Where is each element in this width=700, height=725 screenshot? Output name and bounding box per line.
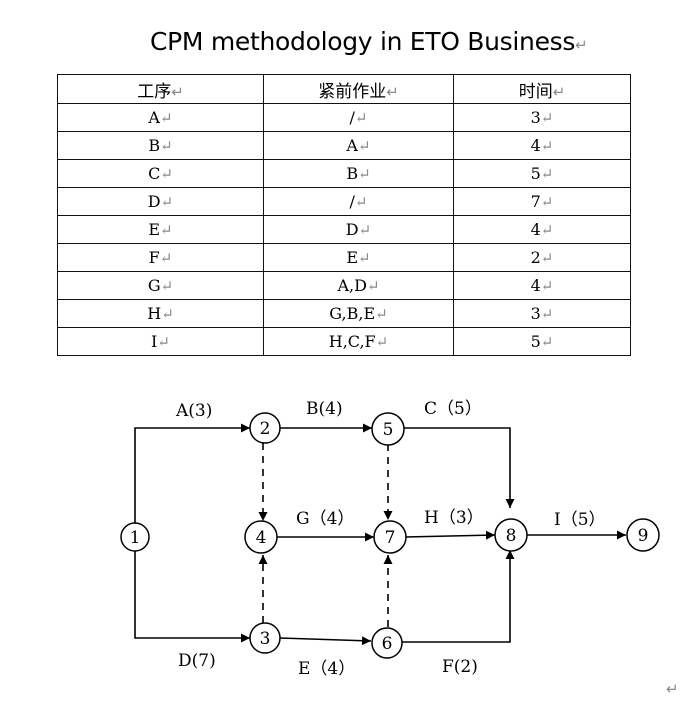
- edge-C: [403, 427, 515, 508]
- cpm-network-diagram: 1 2 3 4 5 6 7 8 9 A(3) B(4) C（5） G（4） H（…: [120, 399, 660, 679]
- activity-label-A: A(3): [175, 401, 212, 421]
- edge-E: [279, 636, 372, 646]
- node-circle-8: [494, 518, 528, 552]
- title-text: CPM methodology in ETO Business: [150, 27, 576, 56]
- cell-predecessor: A↵: [263, 131, 454, 160]
- node-label-4: 4: [256, 528, 267, 548]
- cell-predecessor: D↵: [263, 215, 454, 244]
- node-circle-5: [371, 412, 405, 446]
- header-process: 工序↵: [57, 74, 264, 104]
- cell-predecessor: H,C,F↵: [263, 327, 454, 356]
- activity-table: 工序↵ 紧前作业↵ 时间↵ A↵/↵3↵B↵A↵4↵C↵B↵5↵D↵/↵7↵E↵…: [57, 74, 631, 356]
- activity-label-H: H（3）: [424, 508, 484, 528]
- table-row: I↵H,C,F↵5↵: [57, 327, 631, 356]
- node-circle-1: [120, 522, 150, 552]
- cell-activity: B↵: [57, 131, 264, 160]
- cell-duration: 7↵: [453, 187, 631, 216]
- activity-label-I: I（5）: [554, 510, 606, 530]
- cell-predecessor: G,B,E↵: [263, 299, 454, 328]
- cell-duration: 3↵: [453, 103, 631, 132]
- node-label-1: 1: [130, 528, 141, 548]
- cell-duration: 2↵: [453, 243, 631, 272]
- edge-H: [404, 530, 496, 540]
- table-row: C↵B↵5↵: [57, 159, 631, 188]
- node-label-9: 9: [638, 526, 649, 546]
- activity-label-D: D(7): [178, 651, 216, 671]
- cell-activity: A↵: [57, 103, 264, 132]
- cell-duration: 5↵: [453, 159, 631, 188]
- activity-label-F: F(2): [442, 657, 478, 677]
- activity-label-B: B(4): [306, 399, 343, 419]
- node-label-5: 5: [383, 420, 394, 440]
- table-row: G↵A,D↵4↵: [57, 271, 631, 300]
- table-row: D↵/↵7↵: [57, 187, 631, 216]
- cell-duration: 4↵: [453, 131, 631, 160]
- activity-label-G: G（4）: [296, 509, 354, 529]
- cell-activity: H↵: [57, 299, 264, 328]
- node-circle-2: [249, 412, 281, 444]
- edge-F: [402, 550, 515, 643]
- cell-activity: D↵: [57, 187, 264, 216]
- table-row: H↵G,B,E↵3↵: [57, 299, 631, 328]
- cell-predecessor: /↵: [263, 187, 454, 216]
- node-label-2: 2: [260, 419, 271, 439]
- paragraph-mark: ↵: [575, 36, 588, 54]
- table-row: F↵E↵2↵: [57, 243, 631, 272]
- header-predecessor: 紧前作业↵: [263, 74, 454, 104]
- node-circle-3: [249, 622, 281, 654]
- node-circle-6: [371, 627, 403, 659]
- activity-label-C: C（5）: [424, 399, 482, 419]
- node-label-7: 7: [385, 528, 396, 548]
- node-circle-7: [373, 520, 407, 554]
- cell-activity: F↵: [57, 243, 264, 272]
- cell-duration: 5↵: [453, 327, 631, 356]
- cell-predecessor: B↵: [263, 159, 454, 188]
- table-row: E↵D↵4↵: [57, 215, 631, 244]
- node-circle-9: [626, 518, 660, 552]
- node-label-3: 3: [260, 629, 271, 649]
- cell-predecessor: A,D↵: [263, 271, 454, 300]
- table-row: B↵A↵4↵: [57, 131, 631, 160]
- table-header-row: 工序↵ 紧前作业↵ 时间↵: [57, 74, 631, 104]
- cell-predecessor: E↵: [263, 243, 454, 272]
- table-row: A↵/↵3↵: [57, 103, 631, 132]
- cell-predecessor: /↵: [263, 103, 454, 132]
- edge-D: [134, 551, 250, 643]
- cell-activity: I↵: [57, 327, 264, 356]
- node-label-6: 6: [382, 634, 393, 654]
- cell-duration: 4↵: [453, 271, 631, 300]
- edge-A: [134, 423, 250, 523]
- node-label-8: 8: [506, 526, 517, 546]
- cell-activity: C↵: [57, 159, 264, 188]
- node-circle-4: [244, 520, 278, 554]
- cell-activity: E↵: [57, 215, 264, 244]
- cell-activity: G↵: [57, 271, 264, 300]
- page-title: CPM methodology in ETO Business↵: [150, 26, 588, 61]
- cell-duration: 3↵: [453, 299, 631, 328]
- paragraph-mark-end: ↵: [666, 680, 679, 698]
- header-time: 时间↵: [453, 74, 631, 104]
- cell-duration: 4↵: [453, 215, 631, 244]
- activity-label-E: E（4）: [298, 659, 355, 679]
